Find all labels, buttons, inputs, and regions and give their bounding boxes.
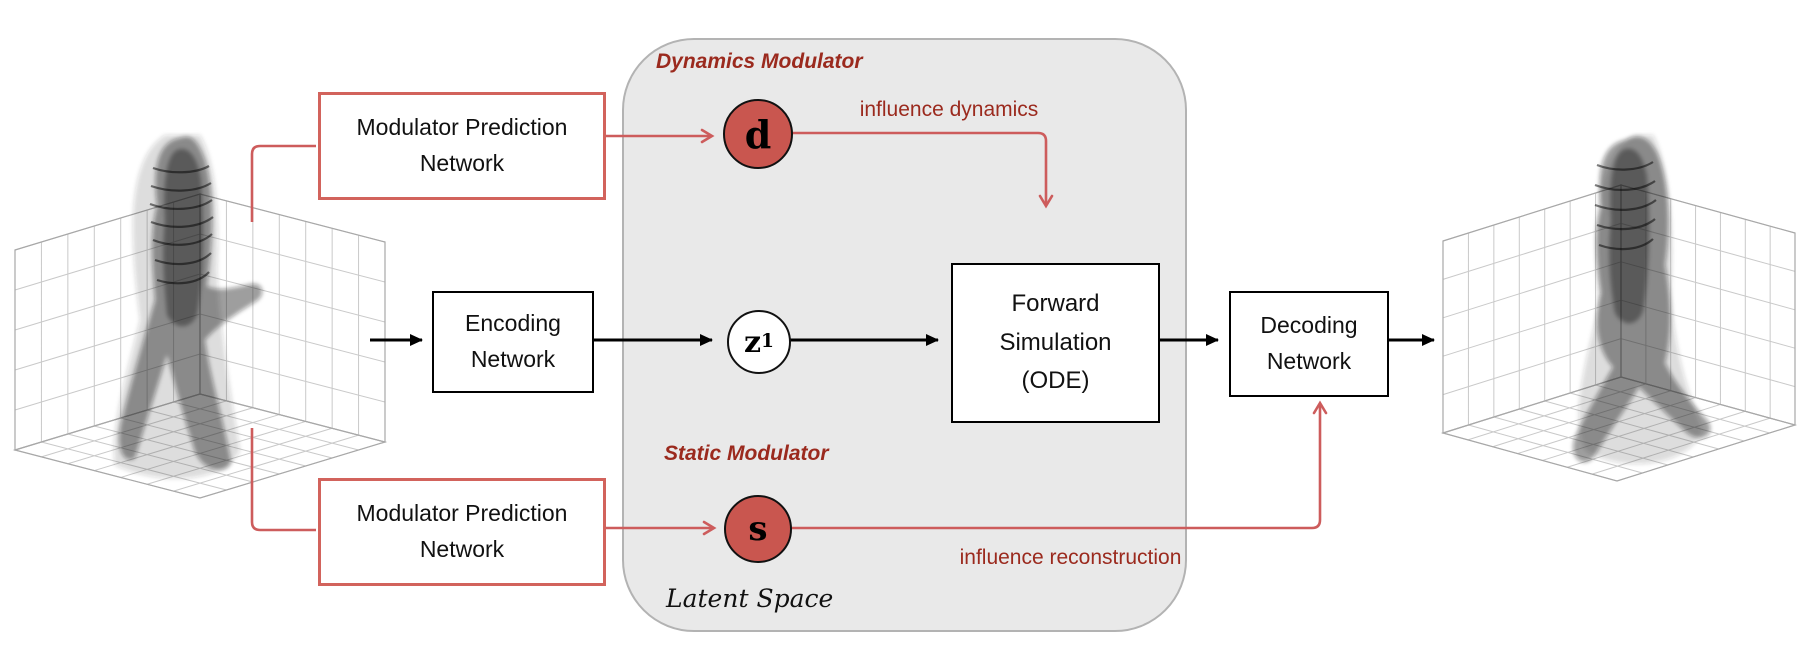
z-node-symbol: z xyxy=(744,324,762,360)
modulator-bottom-label-line1: Modulator Prediction xyxy=(356,500,568,527)
input-mesh-figure xyxy=(114,135,263,479)
encoding-label-line1: Encoding xyxy=(465,310,561,337)
line-input-to-modulator-top xyxy=(250,144,316,222)
s-node-symbol: s xyxy=(748,509,768,549)
forward-simulation-box: Forward Simulation (ODE) xyxy=(951,263,1160,423)
d-node-symbol: d xyxy=(744,111,772,157)
influence-reconstruction-label: influence reconstruction xyxy=(959,546,1182,569)
modulator-top-label-line2: Network xyxy=(419,150,505,176)
decoding-label-line1: Decoding xyxy=(1260,312,1358,339)
static-modulator-node-s: s xyxy=(724,495,792,563)
dynamics-modulator-node-d: d xyxy=(723,99,793,169)
forward-sim-label-line2: Simulation xyxy=(999,328,1112,356)
forward-sim-label-line3: (ODE) xyxy=(1021,367,1090,395)
modulator-top-label-line1: Modulator Prediction xyxy=(356,114,568,141)
output-mesh-plot xyxy=(1440,135,1798,482)
decoding-network-box: Decoding Network xyxy=(1229,291,1389,397)
modulator-prediction-network-top-box: Modulator Prediction Network xyxy=(318,92,606,200)
input-mesh-plot xyxy=(12,135,388,499)
arrow-d-influence-dynamics xyxy=(791,131,1054,209)
modulator-prediction-network-bottom-box: Modulator Prediction Network xyxy=(318,478,606,586)
dynamics-modulator-label: Dynamics Modulator xyxy=(656,50,863,73)
static-modulator-label: Static Modulator xyxy=(664,442,829,465)
influence-dynamics-label: influence dynamics xyxy=(859,98,1039,121)
arrow-s-influence-reconstruction xyxy=(791,400,1328,530)
decoding-label-line2: Network xyxy=(1266,348,1352,374)
latent-space-label: Latent Space xyxy=(666,584,834,613)
modulator-bottom-label-line2: Network xyxy=(419,536,505,562)
encoding-network-box: Encoding Network xyxy=(432,291,594,393)
encoding-label-line2: Network xyxy=(470,346,556,372)
forward-sim-label-line1: Forward xyxy=(1011,290,1100,318)
line-input-to-modulator-bottom xyxy=(250,428,316,532)
output-mesh-figure xyxy=(1573,135,1711,464)
